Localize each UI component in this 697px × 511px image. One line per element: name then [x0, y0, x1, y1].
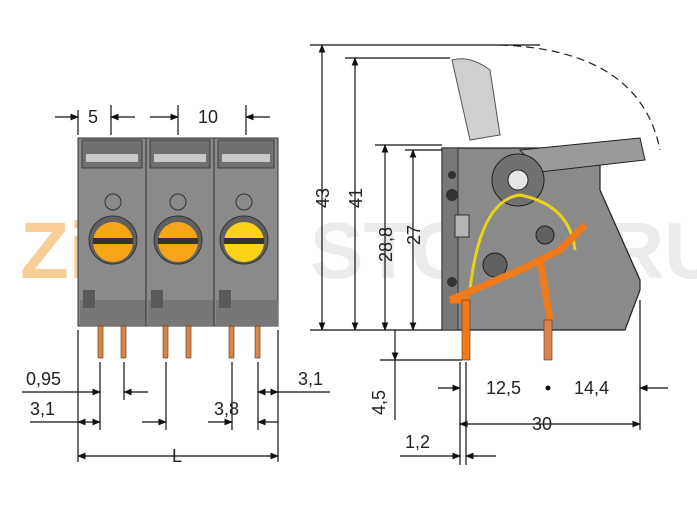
terminal-module: [213, 137, 279, 327]
side-pin-front: [461, 299, 471, 361]
dim-rear-14-4: 14,4: [574, 378, 609, 398]
side-pin-rear: [543, 319, 553, 361]
lever-open-outline: [451, 58, 501, 141]
dim-height-27: 27: [404, 225, 424, 245]
dim-pin-offset-1-2: 1,2: [405, 432, 430, 452]
dim-pitch: 5 10: [55, 105, 270, 135]
clamp-spring: [468, 193, 577, 291]
dim-pin-length: 4,5: [369, 330, 462, 420]
solder-pins: [97, 325, 261, 359]
dim-side-horizontal: 12,5 14,4 30 1,2: [400, 300, 668, 465]
dim-width-30: 30: [532, 414, 552, 434]
dim-side-vertical: 43 41 28,8 27: [310, 44, 540, 331]
dim-offset-right: 3,1: [298, 369, 323, 389]
dim-pin-length-4-5: 4,5: [369, 390, 389, 415]
dim-pin-width: 0,95: [26, 369, 61, 389]
front-view: 5 10 0,95 3,1 3,8: [22, 105, 330, 466]
terminal-module: [77, 137, 147, 327]
dim-front-bottom: 0,95 3,1 3,8 3,1 L: [22, 330, 330, 466]
dim-pin-spacing: 3,8: [214, 399, 239, 419]
side-view: 43 41 28,8 27 4,5 12,5 14,4 30: [310, 44, 668, 465]
dim-pitch-5: 5: [88, 107, 98, 127]
dim-height-43: 43: [313, 188, 333, 208]
dim-pitch-10: 10: [198, 107, 218, 127]
terminal-module: [145, 137, 215, 327]
dim-offset-left: 3,1: [30, 399, 55, 419]
lever-swing-arc: [499, 44, 661, 151]
dim-height-41: 41: [346, 188, 366, 208]
dim-length-L: L: [172, 446, 182, 466]
dim-pin-pitch-12-5: 12,5: [486, 378, 521, 398]
dim-height-28-8: 28,8: [376, 227, 396, 262]
